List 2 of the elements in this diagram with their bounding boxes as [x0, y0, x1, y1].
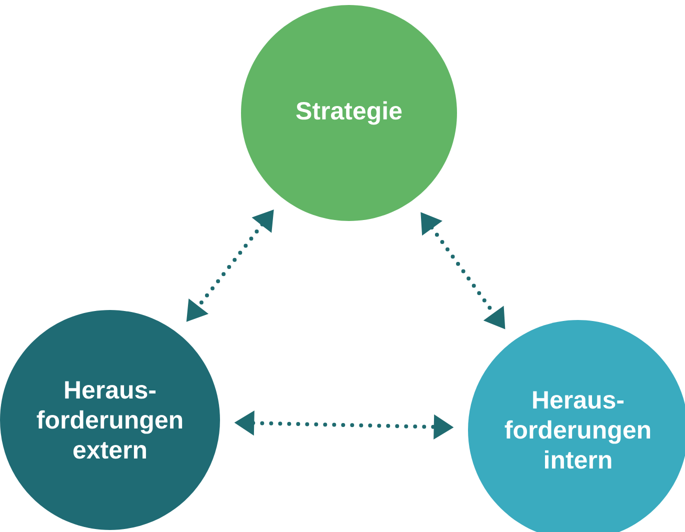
circle-node: Heraus- forderungen extern [0, 310, 220, 530]
circle-node: Strategie [241, 5, 457, 221]
